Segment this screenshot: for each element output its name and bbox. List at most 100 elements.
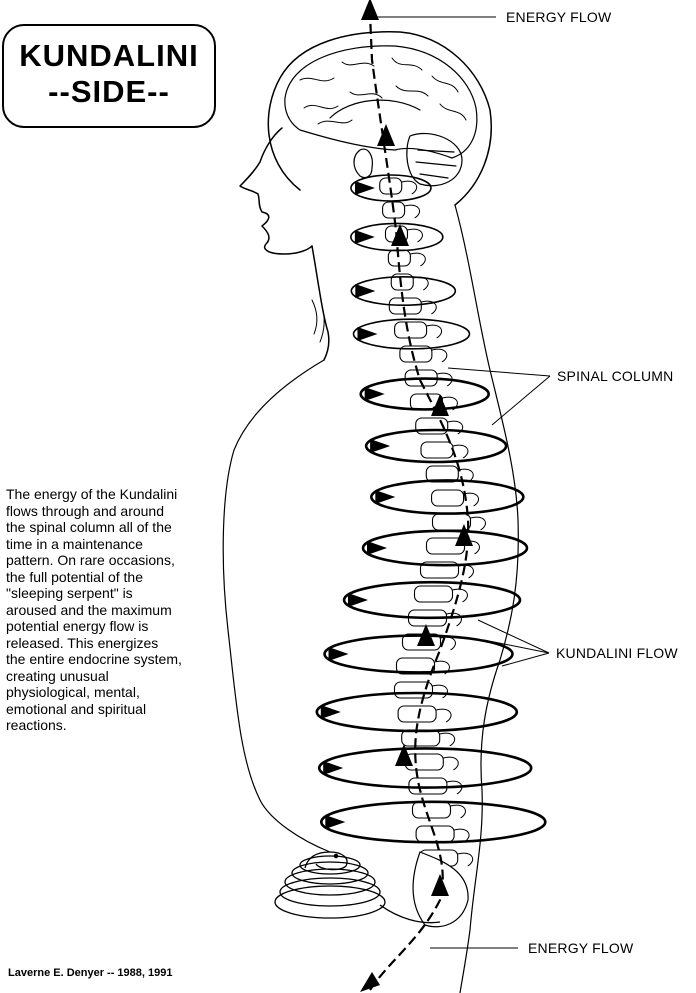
description-line: aroused and the maximum: [6, 601, 172, 618]
leader-lines: [372, 16, 551, 949]
flow-ring: [350, 275, 457, 306]
pelvis-outline: [259, 799, 331, 853]
upward-arrowhead: [377, 124, 395, 146]
corpus-callosum: [329, 99, 421, 119]
description-text: The energy of the Kundalini flows throug…: [6, 486, 228, 734]
description-line: the full potential of the: [6, 568, 143, 585]
spinous-process: [421, 300, 437, 315]
description-line: flows through and around: [6, 502, 164, 519]
upward-arrowhead: [395, 744, 413, 766]
upward-arrowhead: [431, 874, 449, 896]
flow-ring: [319, 800, 547, 844]
vertebra: [390, 273, 414, 291]
flow-arrowhead: [354, 230, 375, 244]
leader-kundalini-3: [501, 652, 550, 667]
flow-ring: [370, 479, 525, 515]
label-energy-flow-top: ENERGY FLOW: [506, 9, 612, 25]
title-box: KUNDALINI --SIDE--: [2, 24, 216, 128]
ear: [353, 148, 373, 179]
flow-ring: [342, 580, 522, 620]
upward-arrowhead: [455, 524, 473, 546]
spinous-process: [435, 708, 452, 723]
vertebra: [431, 489, 465, 507]
energy-flow-line: [360, 0, 473, 992]
vertebra: [397, 705, 437, 723]
description-line: the entire endocrine system,: [6, 651, 182, 667]
spinous-process: [413, 276, 429, 291]
vertebra: [420, 441, 454, 459]
description-line: the spinal column all of the: [6, 519, 172, 535]
spinous-process: [452, 588, 468, 603]
flow-arrowhead: [357, 327, 378, 341]
neck-front: [311, 245, 330, 361]
body-front-outline: [222, 359, 325, 801]
flow-ring: [317, 747, 533, 789]
spinous-process: [457, 852, 474, 867]
vertebra: [425, 465, 459, 483]
author-credit: Laverne E. Denyer -- 1988, 1991: [8, 967, 173, 979]
spinous-process: [458, 564, 474, 579]
vertebra: [399, 345, 433, 363]
upward-arrowhead: [391, 224, 409, 246]
spinous-process: [450, 804, 466, 819]
kundalini-flow-rings: [315, 174, 547, 844]
upward-arrowhead: [431, 394, 449, 416]
spinous-process: [404, 204, 421, 219]
head-outline: [267, 31, 492, 206]
brain-folds: [299, 57, 467, 125]
spinous-process: [463, 492, 479, 507]
spinous-process: [407, 228, 423, 243]
flow-ring: [323, 634, 514, 674]
spinous-process: [401, 180, 418, 195]
flow-arrowhead: [370, 439, 391, 453]
upward-arrowhead: [417, 624, 435, 646]
flow-arrowhead: [320, 705, 341, 719]
spinal-column: [379, 177, 486, 928]
spinous-process: [432, 684, 448, 699]
flow-arrowhead: [348, 593, 368, 607]
throat-detail: [311, 299, 325, 343]
entry-arrowhead: [360, 972, 380, 992]
leader-kundalini-1: [477, 619, 550, 654]
upward-arrowhead: [361, 0, 379, 20]
vertebra: [401, 729, 441, 747]
brain-outline: [284, 45, 478, 159]
spinous-process: [437, 372, 453, 387]
description-line: creating unusual: [6, 667, 109, 684]
description-line: pattern. On rare occasions,: [6, 552, 175, 568]
spinous-process: [446, 780, 463, 795]
spinous-process: [439, 732, 456, 747]
description-line: released. This energizes: [6, 634, 159, 651]
description-line: potential energy flow is: [6, 618, 149, 634]
description-line: The energy of the Kundalini: [6, 486, 178, 502]
title-kundalini: KUNDALINI: [19, 38, 199, 73]
spinous-process: [410, 252, 426, 267]
sleeping-serpent: [274, 851, 441, 924]
label-spinal-column: SPINAL COLUMN: [557, 368, 674, 384]
spinous-process: [426, 324, 443, 339]
flow-arrowhead: [328, 647, 349, 661]
spinous-process: [470, 516, 486, 531]
flow-arrowhead: [375, 490, 396, 504]
flow-ring: [352, 318, 471, 350]
spinous-process: [443, 756, 459, 771]
spinous-process: [452, 444, 469, 459]
description-line: reactions.: [6, 717, 67, 733]
flow-ring: [361, 529, 529, 567]
description-line: physiological, mental,: [6, 684, 140, 700]
vertebra: [413, 585, 454, 603]
face-profile: [239, 127, 313, 255]
flow-ring: [359, 377, 490, 411]
back-outline: [454, 204, 519, 993]
flow-arrowhead: [364, 387, 385, 401]
leader-kundalini-2: [483, 639, 550, 654]
description-line: time in a maintenance: [6, 535, 143, 552]
flow-arrowhead: [323, 761, 344, 775]
flow-ring: [350, 174, 432, 202]
cerebellum: [406, 132, 463, 187]
label-energy-flow-bottom: ENERGY FLOW: [528, 940, 634, 956]
flow-arrowhead: [325, 815, 346, 829]
leader-spinal-1: [447, 367, 551, 377]
